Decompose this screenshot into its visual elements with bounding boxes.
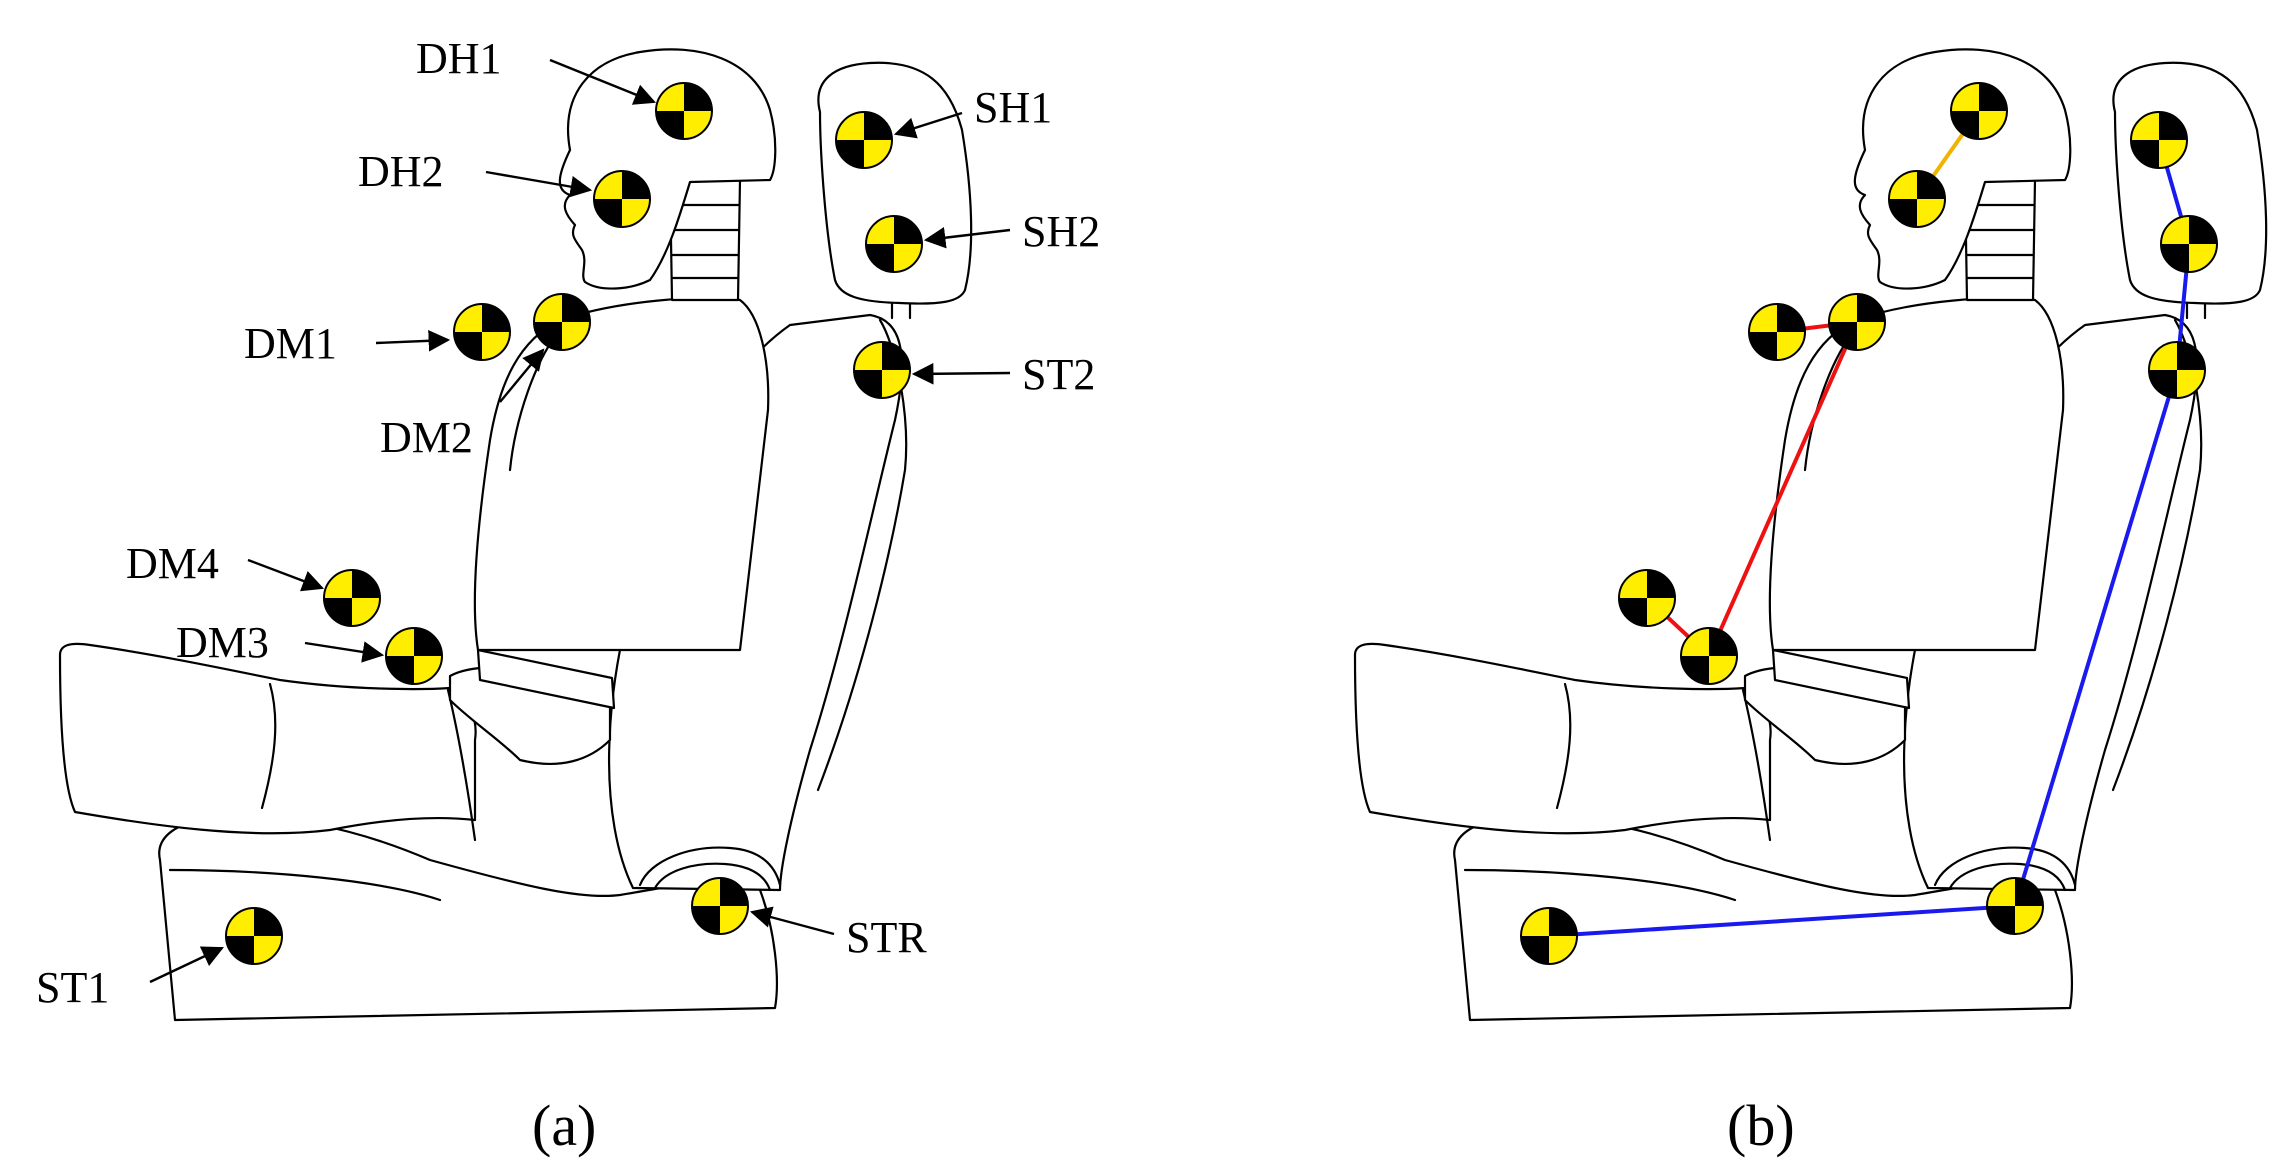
marker-dm1-icon	[453, 303, 511, 361]
label-dh2: DH2	[358, 147, 444, 196]
arrow-str	[749, 906, 835, 936]
leader-arrows-a	[149, 58, 1011, 984]
caption-a: (a)	[532, 1093, 596, 1158]
label-dm4: DM4	[126, 539, 219, 588]
marker-dh1-icon	[655, 82, 713, 140]
marker-b-dm4-icon	[1618, 569, 1676, 627]
link-st2-str	[2013, 369, 2179, 907]
marker-st1-icon	[225, 907, 283, 965]
panel-b: (b)	[1353, 48, 2268, 1158]
arrow-dm3	[304, 641, 385, 663]
label-dh1: DH1	[416, 34, 502, 83]
link-str-st1	[1548, 904, 2016, 938]
marker-b-dm2-icon	[1828, 293, 1886, 351]
marker-sh2-icon	[865, 215, 923, 273]
marker-sh1-icon	[835, 111, 893, 169]
label-dm2: DM2	[380, 413, 473, 462]
arrow-dm1	[375, 330, 451, 352]
arrow-sh1	[893, 111, 963, 139]
marker-b-sh1-icon	[2130, 111, 2188, 169]
label-dm3: DM3	[176, 618, 269, 667]
marker-b-dh2-icon	[1888, 170, 1946, 228]
caption-b: (b)	[1727, 1093, 1795, 1158]
seat-and-dummy-outline-b	[1353, 48, 2268, 1022]
arrow-st1	[149, 946, 224, 984]
arrow-dm2	[499, 348, 545, 403]
seat-and-dummy-outline-a	[58, 48, 973, 1022]
marker-st2-icon	[853, 341, 911, 399]
labels-a: DH1 DH2 DM1 DM2 DM3 DM4 SH1 SH2 ST1 ST2 …	[36, 34, 1100, 1012]
marker-dm3-icon	[385, 627, 443, 685]
arrow-st2	[911, 362, 1011, 385]
marker-b-dm1-icon	[1748, 303, 1806, 361]
marker-b-str-icon	[1986, 877, 2044, 935]
label-sh2: SH2	[1022, 207, 1100, 256]
arrow-sh2	[923, 226, 1011, 249]
marker-b-dm3-icon	[1680, 627, 1738, 685]
marker-b-dh1-icon	[1950, 82, 2008, 140]
panel-a: DH1 DH2 DM1 DM2 DM3 DM4 SH1 SH2 ST1 ST2 …	[36, 34, 1100, 1158]
marker-dm2-icon	[533, 293, 591, 351]
marker-b-sh2-icon	[2160, 215, 2218, 273]
marker-dm4-icon	[323, 569, 381, 627]
marker-str-icon	[691, 877, 749, 935]
label-dm1: DM1	[244, 319, 337, 368]
label-st1: ST1	[36, 963, 109, 1012]
marker-dh2-icon	[593, 170, 651, 228]
marker-b-st2-icon	[2148, 341, 2206, 399]
label-st2: ST2	[1022, 350, 1095, 399]
arrow-dm4	[247, 558, 325, 592]
link-dm2-dm3	[1707, 321, 1859, 657]
marker-b-st1-icon	[1520, 907, 1578, 965]
arrow-dh2	[485, 170, 593, 198]
label-str: STR	[846, 913, 927, 962]
label-sh1: SH1	[974, 83, 1052, 132]
arrow-dh1	[549, 58, 657, 105]
